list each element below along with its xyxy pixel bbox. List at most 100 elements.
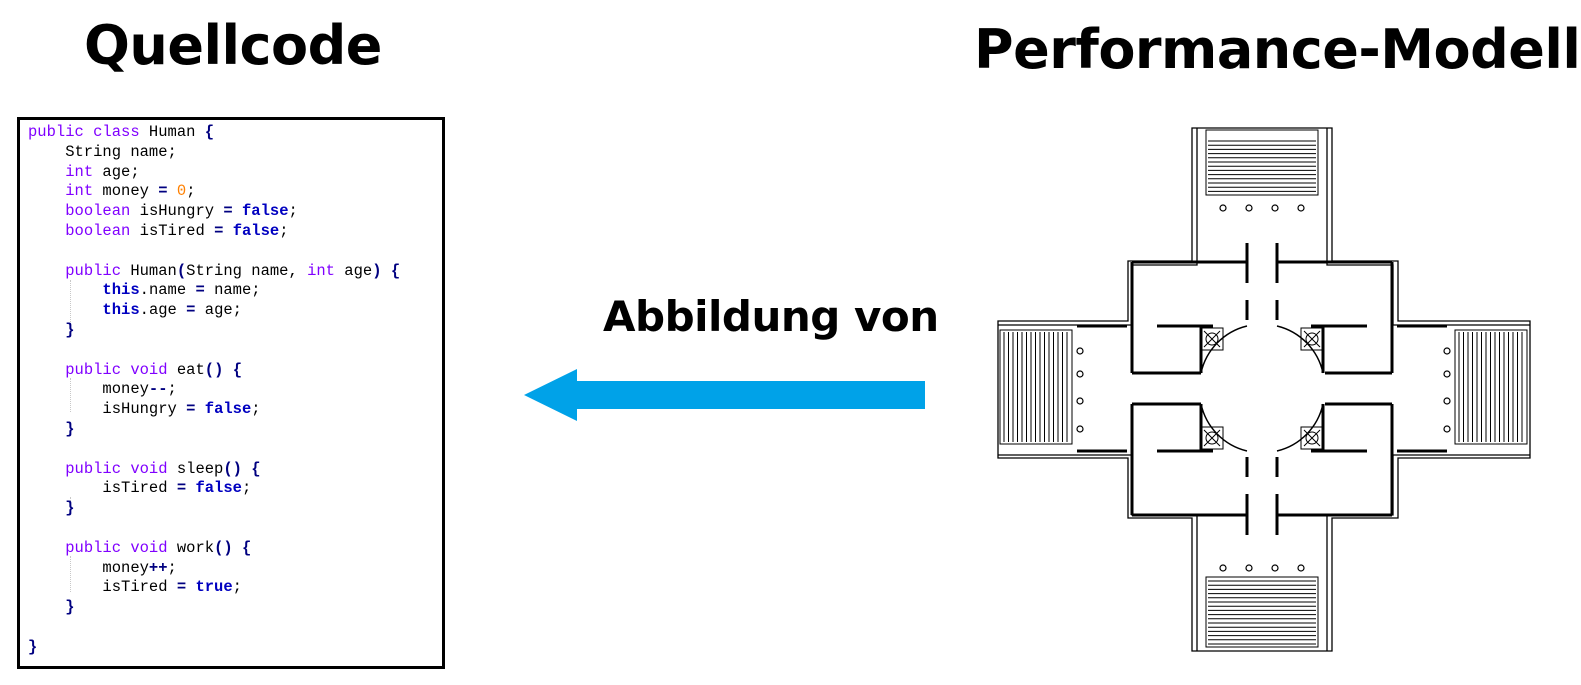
code-line: public Human(String name, int age) { [28,262,400,282]
code-token [28,420,65,438]
code-line [28,440,400,460]
code-token: false [232,221,280,240]
code-token [28,202,65,220]
code-line [28,341,400,361]
column [1076,370,1084,378]
code-token: -- [148,380,168,399]
corner-fixtures [1200,327,1324,450]
code-token: String name, [186,261,308,280]
code-token: public void [65,360,168,379]
code-token: money [28,558,149,577]
left-arrow-icon [524,369,925,421]
code-token: = [214,221,224,240]
code-token: ++ [148,558,168,577]
code-token [28,281,102,299]
indent-guide [70,556,71,592]
code-token: } [28,637,38,656]
code-token: false [204,400,252,419]
stairs [999,129,1528,648]
column [1271,564,1279,572]
code-token: ; [251,400,261,419]
code-token [242,460,251,478]
code-line: isHungry = false; [28,400,400,420]
stair-treads [1003,140,1523,645]
arrow-shape [524,369,925,421]
column [1076,425,1084,433]
code-token: = [176,479,187,498]
code-token: ; [232,578,242,597]
code-token [223,222,232,240]
code-token: ; [167,380,177,399]
source-code-heading: Quellcode [84,14,382,77]
columns [1076,204,1451,572]
code-token: Human [139,123,205,141]
code-line: } [28,420,400,440]
code-token: Human [121,261,177,280]
code-token: false [195,479,242,498]
code-token: ; [167,558,177,577]
code-line: public void eat() { [28,361,400,381]
code-line: this.name = name; [28,281,400,301]
column [1271,204,1279,212]
code-token: } [65,320,75,339]
column [1076,397,1084,405]
code-token: ( [176,261,187,280]
code-token [28,598,65,616]
code-token: age; [93,162,140,181]
code-token: = [195,281,205,300]
code-token [223,361,232,379]
code-token: () [204,360,224,379]
code-line: boolean isHungry = false; [28,202,400,222]
code-line: int age; [28,163,400,183]
code-token: () [223,459,242,478]
code-line: } [28,598,400,618]
code-token: money [28,380,149,399]
code-token: boolean [65,221,131,240]
column [1443,347,1451,355]
code-token: = [186,301,196,320]
source-code-panel: public class Human { String name; int ag… [17,117,445,669]
code-token: public class [28,123,140,141]
code-token [28,182,65,200]
code-token: public [65,261,122,280]
code-token: false [241,202,289,221]
code-token: isTired [28,578,177,597]
code-token: this [102,301,140,320]
code-token: .age [139,301,187,320]
code-token [28,321,65,339]
column [1297,204,1305,212]
intersection-floorplan-icon [997,127,1531,652]
code-token: work [167,538,215,557]
indent-guide [70,280,71,332]
code-token: age [334,261,373,280]
code-token: () [214,538,233,557]
code-token: { [232,360,242,379]
mapping-label: Abbildung von [603,292,939,341]
column [1443,425,1451,433]
code-line [28,242,400,262]
code-token [382,262,391,280]
code-line: String name; [28,143,400,163]
code-line: money--; [28,380,400,400]
code-token [28,262,65,280]
code-token: String name; [28,142,177,161]
code-token: int [65,182,94,201]
code-token: } [65,419,75,438]
code-token: = [186,400,196,419]
code-token: ) [372,261,382,280]
center-arcs [1200,325,1324,452]
code-token: } [65,499,75,518]
column [1443,370,1451,378]
column [1076,347,1084,355]
code-token: 0 [176,182,187,201]
code-token: isTired [28,479,177,498]
code-token [28,499,65,517]
code-token: ; [288,202,298,221]
code-token: ; [279,221,289,240]
code-token: this [102,281,140,300]
code-token: true [195,578,233,597]
code-token: { [251,459,261,478]
walls [1077,243,1447,535]
code-token [28,460,65,478]
code-token: } [65,598,75,617]
